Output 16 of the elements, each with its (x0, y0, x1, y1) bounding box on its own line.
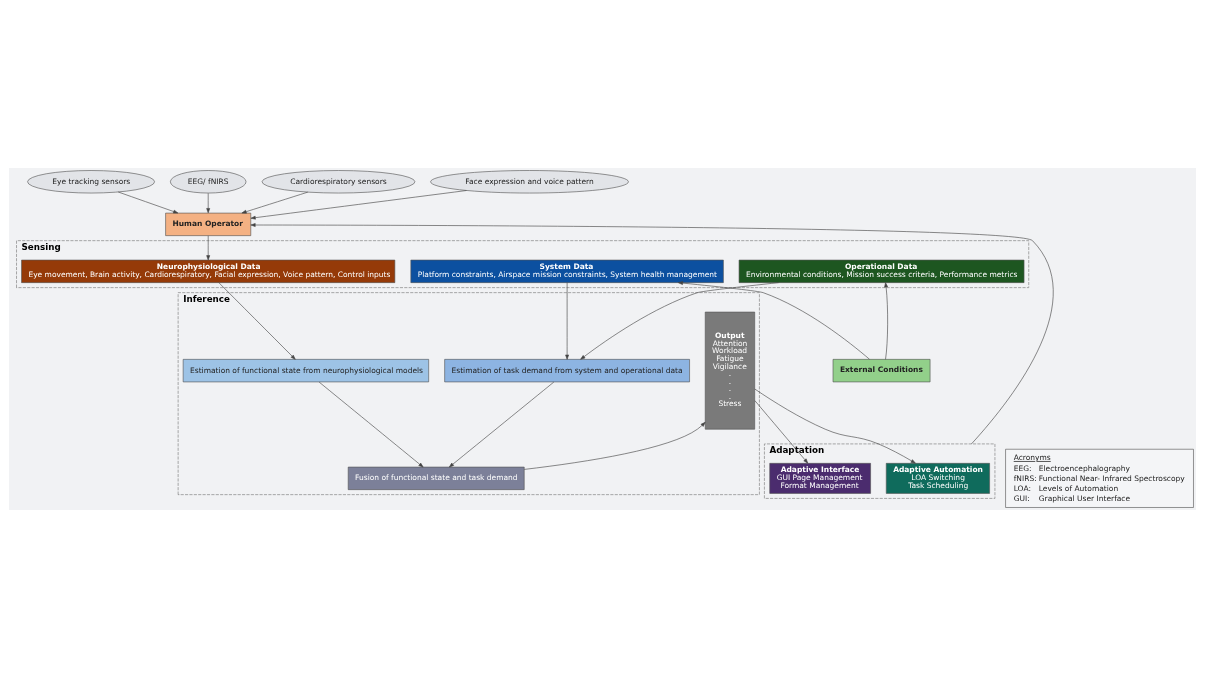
arrow (678, 281, 870, 360)
arrow (117, 191, 179, 214)
arrow (754, 400, 809, 464)
arrow (206, 192, 211, 214)
arrow (884, 282, 888, 360)
arrow (241, 191, 309, 214)
arrow (523, 421, 706, 470)
arrow (250, 223, 1054, 445)
arrow (206, 235, 211, 261)
arrow (218, 282, 296, 360)
arrow (754, 388, 916, 464)
arrow (250, 190, 467, 220)
arrow (318, 381, 424, 468)
arrow (580, 282, 779, 360)
arrow (565, 282, 569, 360)
arrow (449, 381, 555, 468)
